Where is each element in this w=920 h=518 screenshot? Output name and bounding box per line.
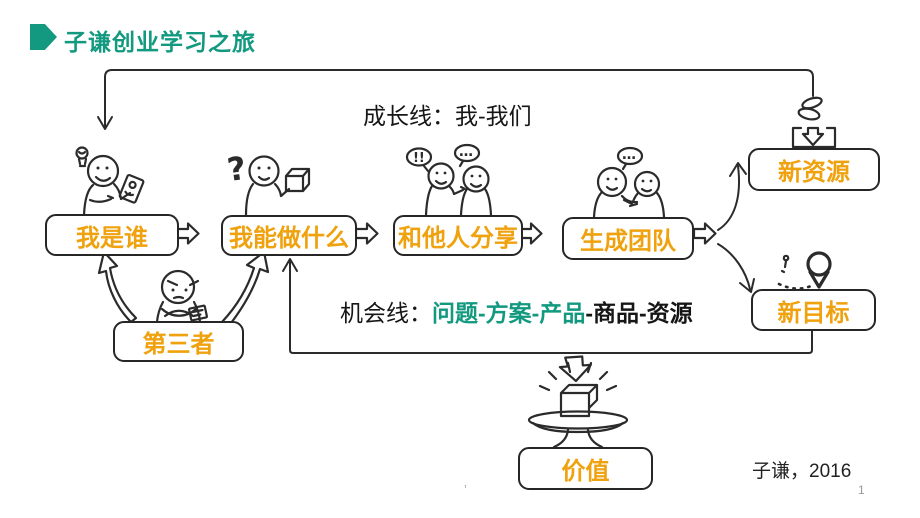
- box-new-resources: 新资源: [748, 148, 880, 191]
- page-title: 子谦创业学习之旅: [64, 29, 256, 55]
- flow-arrow-1: [175, 222, 200, 245]
- flow-arrow-3: [518, 222, 543, 245]
- value-drop-arrow: [558, 355, 592, 383]
- coins-into-box-icon: [791, 96, 837, 149]
- box-who-am-i: 我是谁: [45, 214, 179, 256]
- opportunity-black-part: -商品-资源: [585, 300, 693, 326]
- box-share-with-others: 和他人分享: [393, 215, 523, 256]
- feedback-arrow-bottom: [282, 258, 813, 354]
- box-new-goal: 新目标: [751, 289, 876, 331]
- exclamation-doodle: !!: [413, 151, 425, 166]
- flow-arrow-2: [354, 222, 379, 245]
- growth-line-label: 成长线：我-我们: [363, 103, 532, 129]
- box-third-party: 第三者: [113, 321, 244, 362]
- sharing-people-figure: !! …: [405, 143, 493, 217]
- split-arrow-up: [717, 162, 747, 231]
- box-form-team: 生成团队: [562, 217, 694, 260]
- question-mark-doodle: ?: [225, 149, 249, 189]
- thinker-with-card-figure: [75, 146, 145, 217]
- observer-figure: [155, 269, 208, 324]
- ellipsis-doodle: …: [459, 144, 473, 160]
- opportunity-line-label: 机会线：问题-方案-产品-商品-资源: [340, 294, 693, 328]
- stray-footer-mark: ’: [464, 482, 467, 497]
- author-credit: 子谦，2016: [752, 461, 852, 482]
- feedback-arrow-top: [97, 69, 814, 130]
- flow-arrow-4: [692, 222, 717, 245]
- map-pin-icon: [777, 251, 832, 290]
- handshake-team-figure: …: [592, 146, 666, 219]
- third-party-arrow-left: [97, 250, 138, 324]
- box-value: 价值: [518, 447, 653, 490]
- opportunity-prefix: 机会线：: [340, 300, 432, 326]
- box-what-can-i-do: 我能做什么: [221, 215, 357, 256]
- ellipsis-doodle-2: …: [622, 147, 636, 163]
- third-party-arrow-right: [220, 250, 270, 329]
- pedestal-cube-figure: [527, 361, 629, 449]
- page-number: 1: [858, 483, 865, 497]
- cube-question-figure: ?: [225, 149, 311, 217]
- opportunity-teal-part: 问题-方案-产品: [432, 300, 586, 326]
- split-arrow-down: [717, 243, 755, 293]
